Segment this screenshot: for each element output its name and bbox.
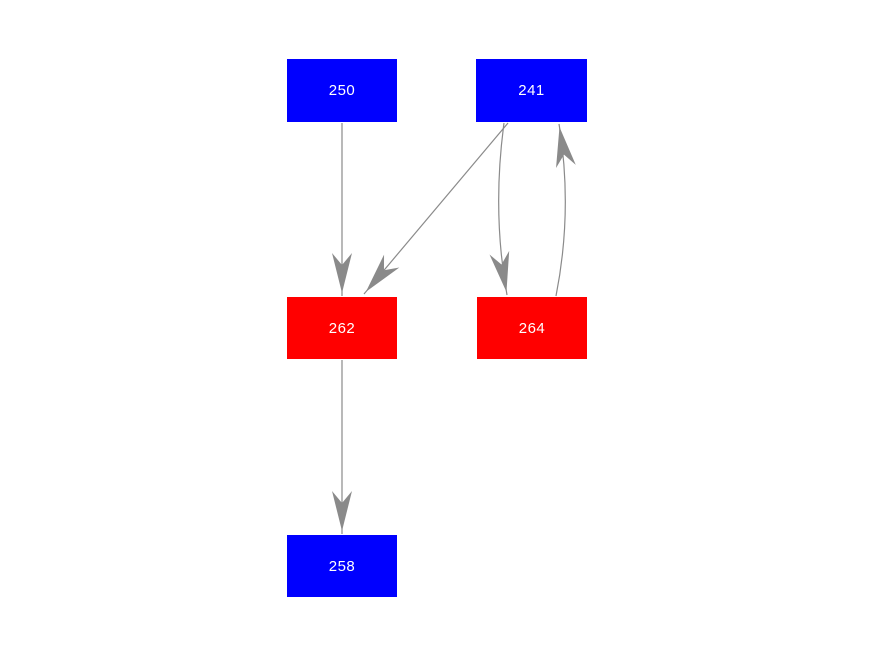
graph-node-241: 241: [476, 59, 587, 122]
node-label-258: 258: [328, 557, 356, 575]
node-label-250: 250: [328, 82, 356, 99]
node-label-262: 262: [328, 319, 356, 337]
graph-node-262: 262: [287, 297, 397, 359]
node-label-264: 264: [518, 319, 546, 337]
graph-node-264: 264: [477, 297, 587, 359]
edge-241-to-264: [489, 122, 510, 296]
edge-241-to-262: [363, 122, 509, 295]
graph-node-250: 250: [287, 59, 397, 122]
node-label-241: 241: [518, 82, 545, 99]
edge-264-to-241: [555, 123, 576, 297]
graph-node-258: 258: [287, 535, 397, 597]
